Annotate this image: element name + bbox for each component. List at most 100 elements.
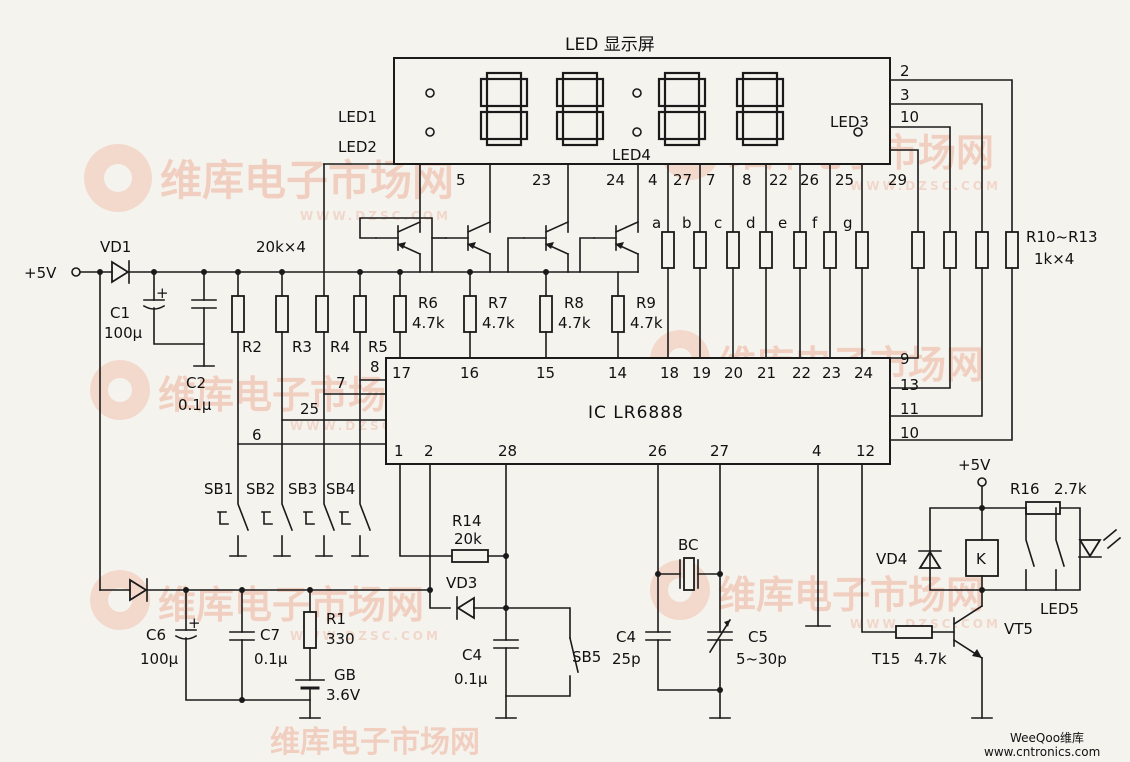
watermark-site: WWW.DZSC.COM (850, 179, 1001, 193)
c4b-value: 25p (612, 650, 641, 668)
ic-pin: 11 (900, 400, 919, 418)
watermark-site: WWW.DZSC.COM (290, 629, 441, 643)
digit-icon (657, 71, 707, 147)
r14-value: 20k (454, 530, 482, 548)
supply-label: +5V (24, 264, 57, 282)
r7-value: 4.7k (482, 314, 515, 332)
c6-value: 100µ (140, 650, 179, 668)
ic-pin: 8 (370, 358, 380, 376)
digit-icon (735, 71, 785, 147)
r9-label: R9 (636, 294, 656, 312)
display-pin-right: 2 (900, 62, 910, 80)
corner-site: www.cntronics.com (984, 745, 1100, 759)
supply-terminal[interactable] (71, 267, 81, 277)
r6-value: 4.7k (412, 314, 445, 332)
colon-dot-top (632, 88, 642, 98)
led5-icon (1078, 528, 1122, 558)
display-pin: 22 (769, 171, 788, 189)
r1-value: 330 (326, 630, 355, 648)
r9-value: 4.7k (630, 314, 663, 332)
vd1-label: VD1 (100, 238, 131, 256)
r1-resistor (303, 611, 317, 649)
c7-value: 0.1µ (254, 650, 288, 668)
digit-icon (555, 71, 605, 147)
r14-resistor (451, 549, 489, 563)
c2-label: C2 (186, 374, 206, 392)
ic-pin: 14 (608, 364, 627, 382)
display-pin: 5 (456, 171, 466, 189)
sb5-label: SB5 (572, 648, 601, 666)
sb4-label: SB4 (326, 480, 355, 498)
seven-segment-digits (479, 71, 785, 147)
c2-value: 0.1µ (178, 396, 212, 414)
led5-label: LED5 (1040, 600, 1079, 618)
ic-lr6888 (385, 357, 891, 465)
display-pin-right: 3 (900, 86, 910, 104)
led3-indicator (853, 127, 863, 137)
watermark-brand: 维库电子市场网 (270, 725, 480, 760)
ic-pin: 23 (822, 364, 841, 382)
ic-pin: 16 (460, 364, 479, 382)
gb-label: GB (334, 666, 356, 684)
vd1-diode-icon (111, 260, 130, 284)
led-display (393, 57, 891, 165)
pullup-resistors (231, 295, 367, 333)
ic-pin: 12 (856, 442, 875, 460)
ic-pin: 2 (424, 442, 434, 460)
digit-icon (479, 71, 529, 147)
led1-label: LED1 (338, 108, 377, 126)
segment-label: b (682, 214, 692, 232)
led4-label: LED4 (612, 146, 651, 164)
sb1-label: SB1 (204, 480, 233, 498)
segment-label: g (843, 214, 853, 232)
vd3-label: VD3 (446, 574, 477, 592)
vd4-label: VD4 (876, 550, 907, 568)
ic-pin: 7 (336, 374, 346, 392)
r8-value: 4.7k (558, 314, 591, 332)
r16-value: 2.7k (1054, 480, 1087, 498)
display-pin: 25 (835, 171, 854, 189)
t15-value: 4.7k (914, 650, 947, 668)
r16-resistor (1025, 501, 1061, 515)
ic-pin: 27 (710, 442, 729, 460)
display-pin: 26 (800, 171, 819, 189)
ic-pin: 6 (252, 426, 262, 444)
ic-pin: 17 (392, 364, 411, 382)
display-pin: 8 (742, 171, 752, 189)
segment-label: e (778, 214, 787, 232)
c4a-label: C4 (462, 646, 482, 664)
led3-label: LED3 (830, 113, 869, 131)
sb2-label: SB2 (246, 480, 275, 498)
r10-r13-label: R10~R13 (1026, 228, 1098, 246)
supply2-label: +5V (958, 456, 991, 474)
crystal-bc-icon (679, 557, 699, 591)
ic-pin: 26 (648, 442, 667, 460)
display-title: LED 显示屏 (565, 35, 655, 55)
display-pin-right: 10 (900, 108, 919, 126)
display-pin: 7 (706, 171, 716, 189)
ic-pin: 19 (692, 364, 711, 382)
c4b-label: C4 (616, 628, 636, 646)
vd2-diode-icon (129, 578, 148, 602)
t15-label: T15 (871, 650, 900, 668)
t15-resistor (895, 625, 933, 639)
ic-pin: 22 (792, 364, 811, 382)
ic-pin: 28 (498, 442, 517, 460)
r3-label: R3 (292, 338, 312, 356)
r10-r13-value: 1k×4 (1034, 250, 1074, 268)
ic-label: IC LR6888 (588, 403, 684, 423)
r2-label: R2 (242, 338, 262, 356)
ic-pin: 10 (900, 424, 919, 442)
supply2-terminal[interactable] (977, 477, 987, 487)
corner-brand: WeeQoo维库 (1010, 730, 1084, 745)
ic-pin: 25 (300, 400, 319, 418)
r6-label: R6 (418, 294, 438, 312)
led1-indicator (425, 88, 435, 98)
segment-label: a (652, 214, 661, 232)
display-pin: 4 (648, 171, 658, 189)
r4-label: R4 (330, 338, 350, 356)
r14-label: R14 (452, 512, 482, 530)
ic-pin: 9 (900, 350, 910, 368)
watermark-site: WWW.DZSC.COM (850, 617, 1001, 631)
sb3-label: SB3 (288, 480, 317, 498)
